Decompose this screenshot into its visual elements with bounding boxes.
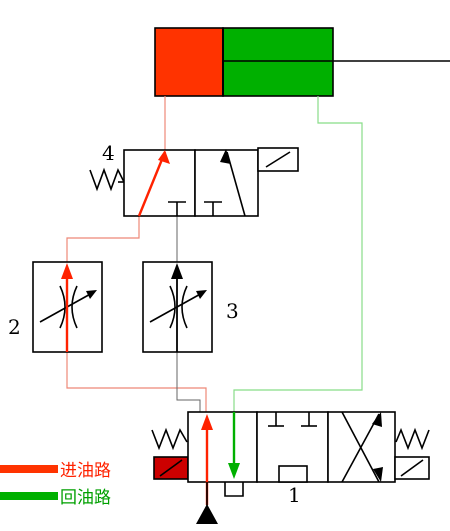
pump-triangle-icon xyxy=(196,504,218,524)
cylinder-rod-chamber xyxy=(154,27,224,97)
supply-lines xyxy=(66,96,207,412)
throttle-2-flow-arrow xyxy=(61,263,73,279)
return-line-cylinder-to-valve1 xyxy=(233,96,363,412)
valve-1-cross-line-b xyxy=(341,413,380,483)
valve-4-spring-icon xyxy=(89,167,125,192)
supply-line-valve4-to-throttle2 xyxy=(66,216,140,262)
hydraulic-cylinder xyxy=(154,27,450,97)
valve-1-tank-port-icon xyxy=(224,482,244,497)
line-throttle3-to-valve1 xyxy=(176,352,201,412)
throttle-valve-3: 3 xyxy=(142,261,239,353)
valve-4-label: 4 xyxy=(102,141,115,165)
valve-4-flow-line-red xyxy=(137,151,167,217)
valve-4-flow-arrow-black xyxy=(220,149,231,164)
valve-1-cross-arrow-a xyxy=(373,467,383,482)
cylinder-head-chamber xyxy=(222,27,334,97)
valve-1-cross-arrow-b xyxy=(372,412,382,427)
valve-4-left-box xyxy=(123,149,196,217)
legend-supply-swatch xyxy=(0,465,58,473)
valve-4-solenoid-slash xyxy=(265,151,291,168)
legend: 进油路 回油路 xyxy=(0,461,111,508)
valve-1-center-block xyxy=(278,465,308,483)
valve-1-left-spring-icon xyxy=(151,427,188,451)
throttle-2-label: 2 xyxy=(8,315,21,339)
throttle-3-label: 3 xyxy=(226,299,239,323)
throttle-2-adjust-arrow xyxy=(86,290,97,299)
legend-return-label: 回油路 xyxy=(60,488,111,508)
throttle-3-adjust-arrow xyxy=(196,290,207,299)
legend-return-swatch xyxy=(0,492,58,500)
valve-1-left-flow-red-arrow xyxy=(201,414,213,430)
throttle-2-orifice-right xyxy=(71,285,78,329)
valve-1-left-solenoid-slash xyxy=(159,459,183,477)
valve-4-flow-arrow-red xyxy=(158,150,170,164)
valve-1-right-solenoid-slash xyxy=(400,459,424,477)
return-lines xyxy=(233,96,363,412)
pilot-lines xyxy=(176,216,201,412)
throttle-3-flow-arrow xyxy=(171,263,183,279)
valve-1-right-spring-icon xyxy=(395,427,430,451)
valve-1-box-left xyxy=(187,411,258,483)
legend-supply-label: 进油路 xyxy=(60,461,111,481)
throttle-3-orifice-left xyxy=(169,285,176,329)
throttle-2-orifice-left xyxy=(59,285,66,329)
valve-1-left-flow-green-arrow xyxy=(228,463,240,479)
valve-4-solenoid-valve: 4 xyxy=(89,141,299,217)
supply-line-throttle2-to-valve1 xyxy=(66,352,207,412)
throttle-valve-2: 2 xyxy=(8,261,103,353)
throttle-3-orifice-right xyxy=(181,285,188,329)
valve-1-directional-valve: 1 xyxy=(151,411,430,524)
valve-1-label: 1 xyxy=(288,483,301,507)
